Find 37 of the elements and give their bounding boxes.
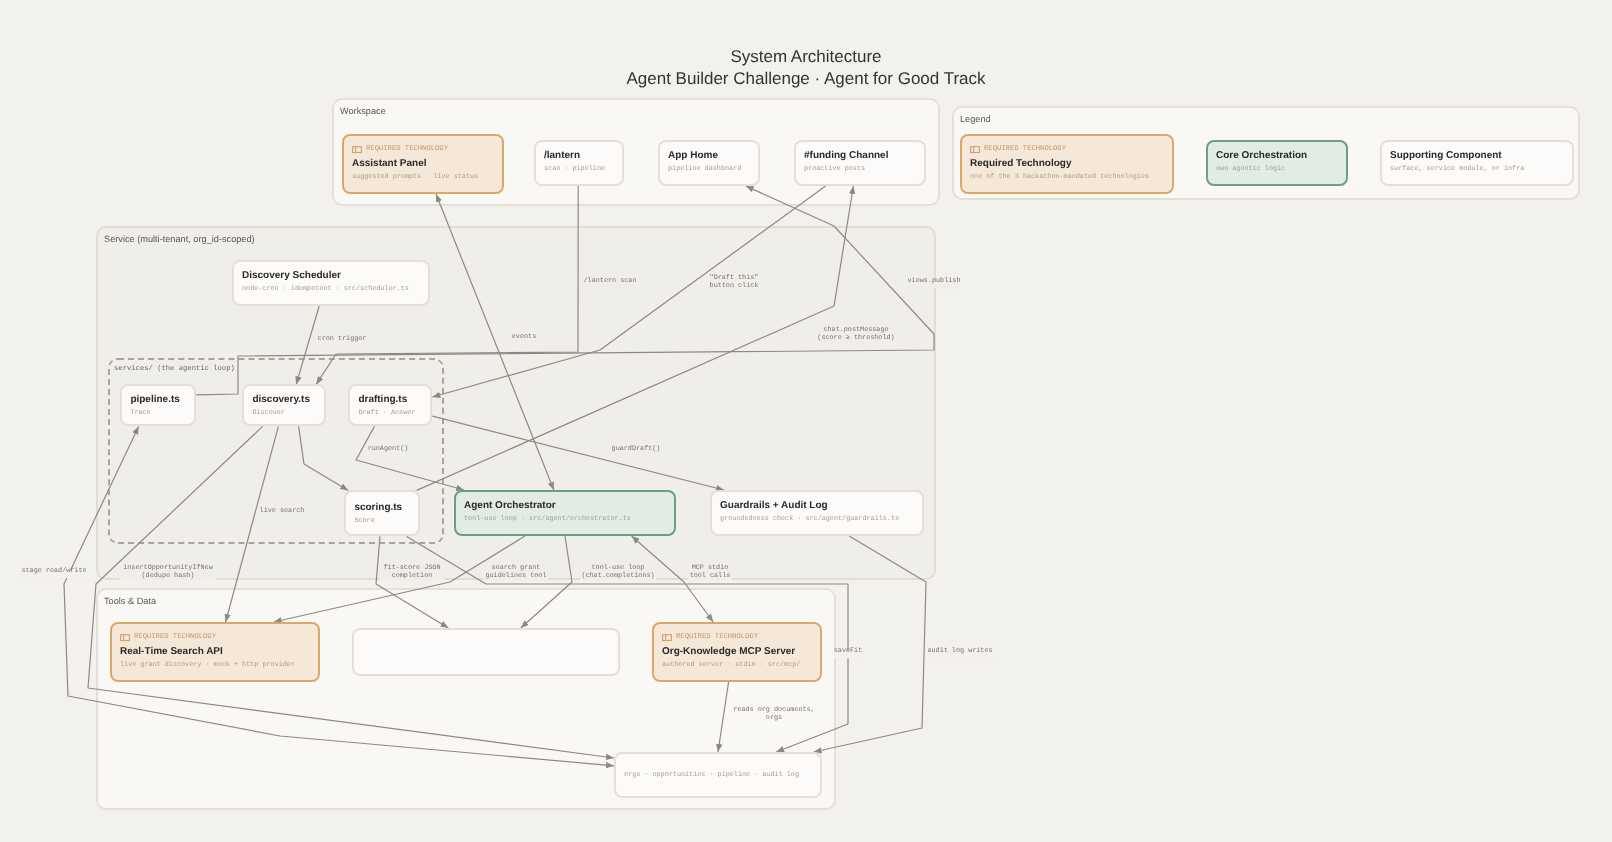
- arrow: [295, 305, 320, 385]
- arrow: [298, 425, 349, 491]
- group-panel: [96, 588, 836, 810]
- component-box: [242, 384, 327, 427]
- component-box: [454, 490, 676, 536]
- component-box: [710, 490, 924, 536]
- arrow: [631, 535, 714, 623]
- arrow: [355, 425, 465, 491]
- component-box: [614, 752, 822, 798]
- arrow: [406, 535, 849, 753]
- component-box: [120, 384, 197, 427]
- component-box: [534, 140, 624, 186]
- component-box: [232, 260, 430, 306]
- arrow: [431, 415, 725, 492]
- arrow: [273, 535, 526, 624]
- diagram-title: System Architecture: [728, 45, 884, 66]
- component-box: [794, 140, 926, 186]
- dashed-group-frame: [108, 358, 444, 544]
- component-box: [652, 622, 822, 682]
- arrow: [431, 185, 827, 398]
- group-panel: [332, 98, 940, 206]
- arrow: [375, 535, 449, 629]
- component-box: [344, 490, 421, 537]
- arrow: [520, 535, 573, 629]
- component-box: [658, 140, 760, 186]
- component-box: [110, 622, 320, 682]
- arrow: [195, 185, 935, 396]
- arrow: [315, 185, 579, 385]
- arrow: [435, 193, 555, 491]
- component-box: [342, 134, 504, 194]
- arrow: [224, 425, 279, 623]
- arrow: [716, 681, 730, 753]
- arrow: [813, 535, 927, 754]
- diagram-subtitle: Agent Builder Challenge · Agent for Good Track: [624, 67, 988, 88]
- component-box: [348, 384, 433, 427]
- component-box: [352, 628, 620, 676]
- arrow: [416, 185, 856, 491]
